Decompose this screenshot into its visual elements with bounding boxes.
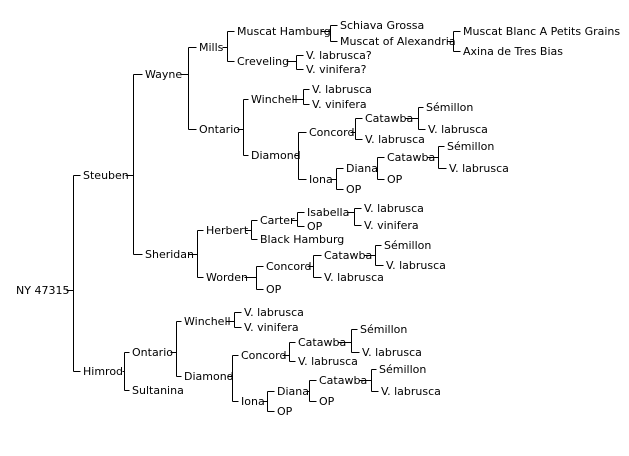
node-concord-3: Concord bbox=[241, 349, 286, 362]
node-op-6: OP bbox=[277, 405, 293, 418]
node-sultanina: Sultanina bbox=[132, 384, 184, 397]
node-black-hamburg: Black Hamburg bbox=[260, 233, 344, 246]
node-semillon-3: Sémillon bbox=[384, 239, 431, 252]
node-semillon-5: Sémillon bbox=[379, 363, 426, 376]
node-op-2: OP bbox=[346, 183, 362, 196]
node-creveling-p1: V. labrusca? bbox=[306, 49, 372, 62]
node-winchell-2-p2: V. vinifera bbox=[244, 321, 299, 334]
node-iona-1: Iona bbox=[309, 173, 333, 186]
node-diana-2: Diana bbox=[277, 385, 309, 398]
node-semillon-4: Sémillon bbox=[360, 323, 407, 336]
node-op-5: OP bbox=[319, 395, 335, 408]
node-labrusca-5a: V. labrusca bbox=[381, 385, 441, 398]
node-wayne: Wayne bbox=[145, 68, 182, 81]
node-catawba-2: Catawba bbox=[387, 151, 435, 164]
node-diamond-1: Diamond bbox=[251, 149, 301, 162]
node-winchell-2-p1: V. labrusca bbox=[244, 306, 304, 319]
node-winchell-1-p2: V. vinifera bbox=[312, 98, 367, 111]
node-iona-2: Iona bbox=[241, 395, 265, 408]
node-labrusca-4a: V. labrusca bbox=[362, 346, 422, 359]
node-creveling-p2: V. vinifera? bbox=[306, 63, 367, 76]
node-concord-2: Concord bbox=[266, 260, 311, 273]
node-herbert: Herbert bbox=[206, 224, 249, 237]
node-worden: Worden bbox=[206, 271, 248, 284]
node-labrusca-2a: V. labrusca bbox=[449, 162, 509, 175]
node-concord-1: Concord bbox=[309, 126, 354, 139]
node-axina: Axina de Tres Bias bbox=[463, 45, 563, 58]
node-semillon-1: Sémillon bbox=[426, 101, 473, 114]
pedigree-connectors bbox=[66, 25, 461, 412]
node-himrod: Himrod bbox=[83, 365, 123, 378]
node-creveling: Creveling bbox=[237, 55, 289, 68]
node-labrusca-1a: V. labrusca bbox=[428, 123, 488, 136]
node-op-3: OP bbox=[307, 220, 323, 233]
node-diamond-2: Diamond bbox=[184, 370, 234, 383]
node-mills: Mills bbox=[199, 41, 224, 54]
node-schiava-grossa: Schiava Grossa bbox=[340, 19, 424, 32]
node-labrusca-4b: V. labrusca bbox=[298, 355, 358, 368]
node-catawba-3: Catawba bbox=[324, 249, 372, 262]
node-catawba-4: Catawba bbox=[298, 336, 346, 349]
node-catawba-5: Catawba bbox=[319, 374, 367, 387]
node-catawba-1: Catawba bbox=[365, 112, 413, 125]
node-steuben: Steuben bbox=[83, 169, 129, 182]
node-winchell-2: Winchell bbox=[184, 315, 231, 328]
node-labrusca-1b: V. labrusca bbox=[365, 133, 425, 146]
node-winchell-1-p1: V. labrusca bbox=[312, 83, 372, 96]
node-labrusca-3b: V. labrusca bbox=[324, 271, 384, 284]
node-muscat-blanc: Muscat Blanc A Petits Grains bbox=[463, 25, 620, 38]
node-muscat-hamburg: Muscat Hamburg bbox=[237, 25, 331, 38]
node-muscat-alexandria: Muscat of Alexandria bbox=[340, 35, 456, 48]
node-op-4: OP bbox=[266, 283, 282, 296]
node-diana-1: Diana bbox=[346, 162, 378, 175]
node-ontario-1: Ontario bbox=[199, 123, 240, 136]
node-carter: Carter bbox=[260, 214, 295, 227]
node-op-1: OP bbox=[387, 173, 403, 186]
node-ontario-2: Ontario bbox=[132, 346, 173, 359]
node-semillon-2: Sémillon bbox=[447, 140, 494, 153]
node-isabella: Isabella bbox=[307, 206, 349, 219]
node-isabella-p1: V. labrusca bbox=[364, 202, 424, 215]
node-sheridan: Sheridan bbox=[145, 248, 194, 261]
node-labrusca-3a: V. labrusca bbox=[386, 259, 446, 272]
node-root: NY 47315 bbox=[16, 284, 69, 297]
node-winchell-1: Winchell bbox=[251, 93, 298, 106]
node-isabella-p2: V. vinifera bbox=[364, 219, 419, 232]
